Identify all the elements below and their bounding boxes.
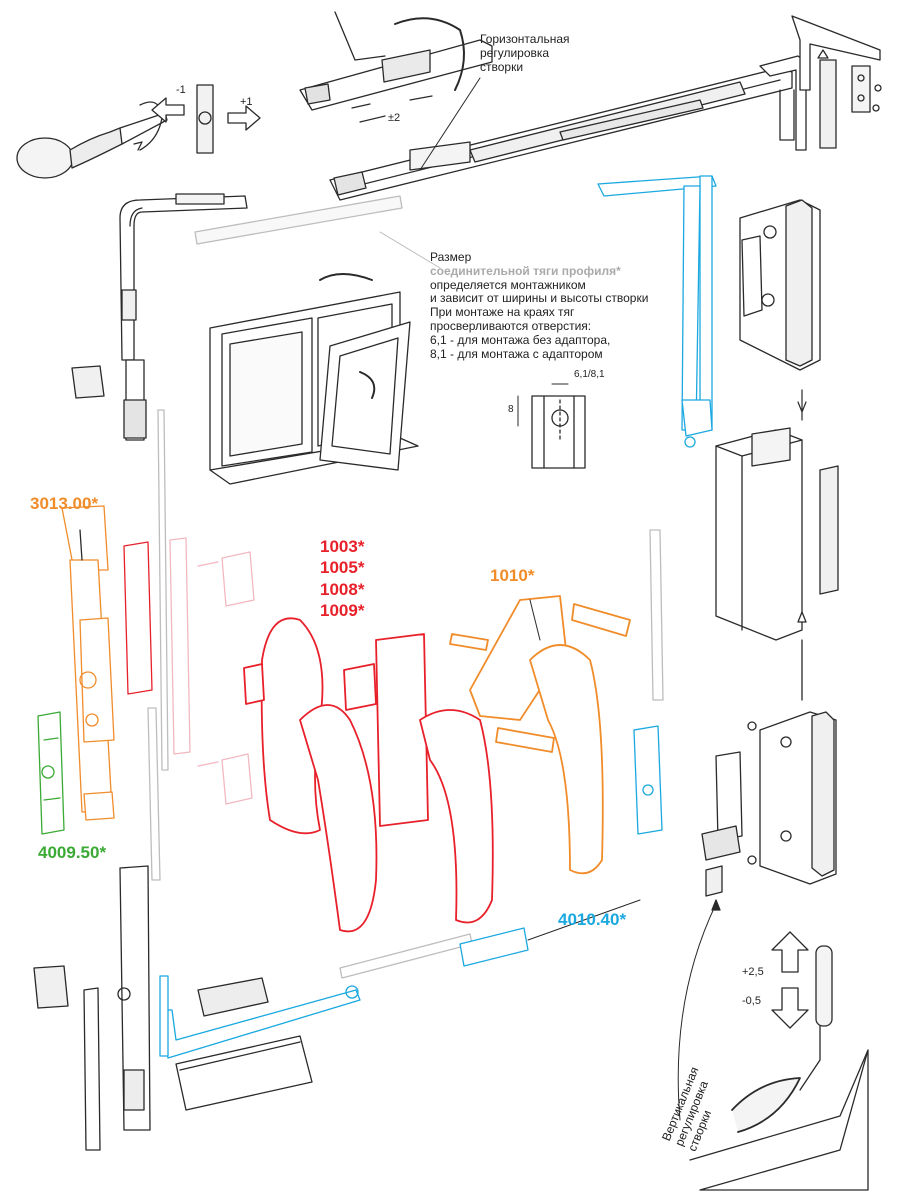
handle-1010 xyxy=(449,595,631,875)
screwdriver-icon xyxy=(16,101,168,179)
horizontal-adjust-label: Горизонтальная регулировка створки xyxy=(480,32,570,74)
frame-profile xyxy=(715,427,839,641)
arrow-plus1-label: +1 xyxy=(240,96,253,108)
arrow-minus1-label: -1 xyxy=(176,84,186,96)
bottom-left-drives xyxy=(33,865,151,1151)
vertical-adjust-inset xyxy=(689,931,869,1191)
rod-hole-detail xyxy=(517,383,586,469)
connecting-rod-top xyxy=(194,195,403,245)
striker-4009 xyxy=(37,711,65,835)
connecting-rod-right xyxy=(649,529,664,701)
window-illustration xyxy=(209,273,419,485)
code-1005: 1005* xyxy=(320,558,365,578)
code-1008: 1008* xyxy=(320,579,365,599)
blue-vertical-drive xyxy=(597,175,717,448)
edge-dim-label: 8 xyxy=(508,404,514,415)
code-4010: 4010.40* xyxy=(558,910,627,929)
connecting-rod-left-2 xyxy=(147,707,161,881)
connecting-rod-bottom xyxy=(339,933,473,979)
hole-dim-label: 6,1/8,1 xyxy=(574,369,605,380)
blue-bottom-corner xyxy=(159,975,361,1059)
code-1010: 1010* xyxy=(490,566,535,585)
corner-hinge-top xyxy=(791,15,882,149)
scissor-arm xyxy=(299,11,807,201)
arrow-pm2-label: ±2 xyxy=(388,112,401,124)
arrow-minus05-label: -0,5 xyxy=(742,995,761,1007)
code-4009: 4009.50* xyxy=(38,843,107,862)
handles-red xyxy=(243,617,494,933)
adjust-bolt-icon xyxy=(151,84,261,154)
espagnolette-3013 xyxy=(61,505,115,821)
frame-hinge-lower xyxy=(701,711,837,897)
code-red-group: 1003* 1005* 1008* 1009* xyxy=(320,536,364,621)
frame-hinge-upper xyxy=(739,199,821,371)
striker-pink xyxy=(169,537,255,805)
code-3013: 3013.00* xyxy=(30,494,99,513)
code-1009: 1009* xyxy=(320,600,365,620)
striker-red xyxy=(123,541,153,695)
rod-size-note: Размер соединительной тяги профиля* опре… xyxy=(430,250,649,361)
connecting-rod-left-1 xyxy=(157,409,169,771)
striker-4010 xyxy=(459,725,663,967)
arrow-plus25-label: +2,5 xyxy=(742,966,764,978)
code-1003: 1003* xyxy=(320,537,365,556)
bottom-hinge-block xyxy=(175,977,313,1111)
corner-drive-left xyxy=(71,193,248,441)
